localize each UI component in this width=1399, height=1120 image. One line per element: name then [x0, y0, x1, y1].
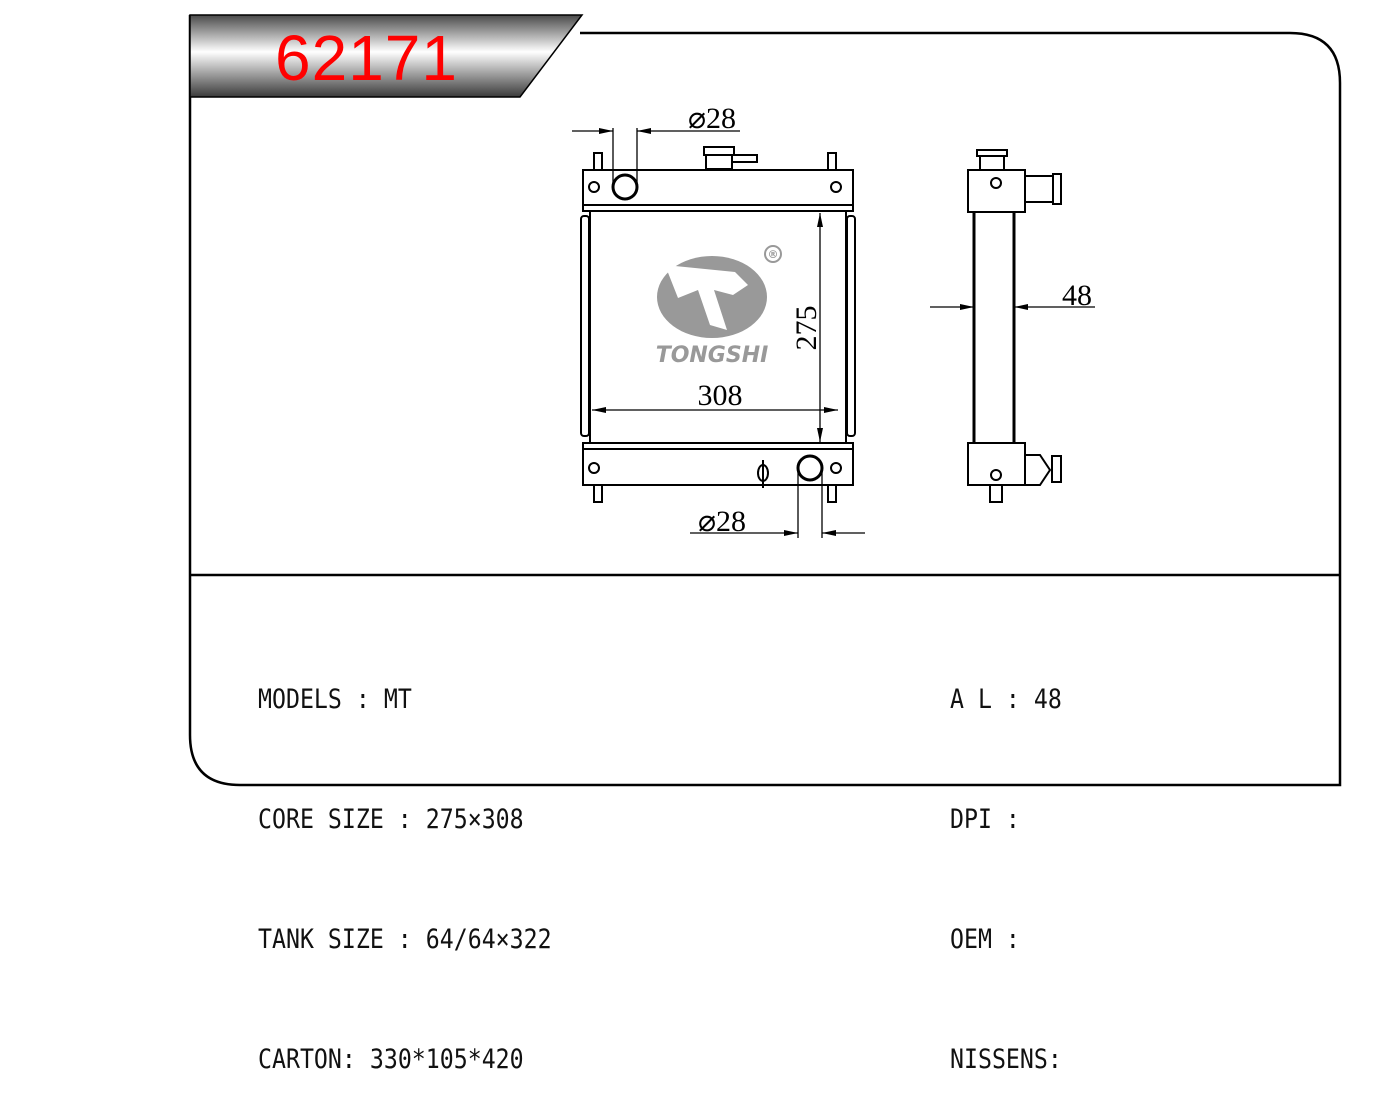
spec-nissens: NISSENS:	[950, 1044, 1062, 1075]
part-number: 62171	[275, 22, 458, 94]
specs-right: A L : 48 DPI : OEM : NISSENS:	[950, 600, 1062, 1120]
specs-left: MODELS : MT CORE SIZE : 275×308 TANK SIZ…	[258, 600, 552, 1120]
spec-core-size: CORE SIZE : 275×308	[258, 804, 524, 835]
front-view	[580, 146, 856, 503]
brand-text: TONGSHI	[656, 343, 769, 368]
side-view	[967, 149, 1062, 503]
spec-models: MODELS : MT	[258, 684, 412, 715]
core-width-label: 308	[698, 379, 743, 412]
frame-border	[188, 15, 1342, 787]
spec-sheet-frame: ® TONGSHI ⌀28 ⌀28 308 275 48	[188, 14, 1342, 787]
spec-carton: CARTON: 330*105*420	[258, 1044, 524, 1075]
spec-oem: OEM :	[950, 924, 1034, 955]
core-height-label: 275	[790, 306, 823, 351]
outlet-port	[796, 454, 824, 482]
dimensions	[572, 128, 1095, 538]
spec-al: A L : 48	[950, 684, 1062, 715]
thickness-label: 48	[1062, 279, 1092, 312]
spec-dpi: DPI :	[950, 804, 1034, 835]
inlet-port	[611, 173, 639, 201]
outlet-diameter-label: ⌀28	[698, 505, 746, 538]
title-banner	[189, 14, 584, 98]
svg-text:®: ®	[768, 248, 779, 261]
inlet-diameter-label: ⌀28	[688, 102, 736, 135]
tongshi-logo: ® TONGSHI	[656, 245, 782, 368]
spec-tank-size: TANK SIZE : 64/64×322	[258, 924, 552, 955]
